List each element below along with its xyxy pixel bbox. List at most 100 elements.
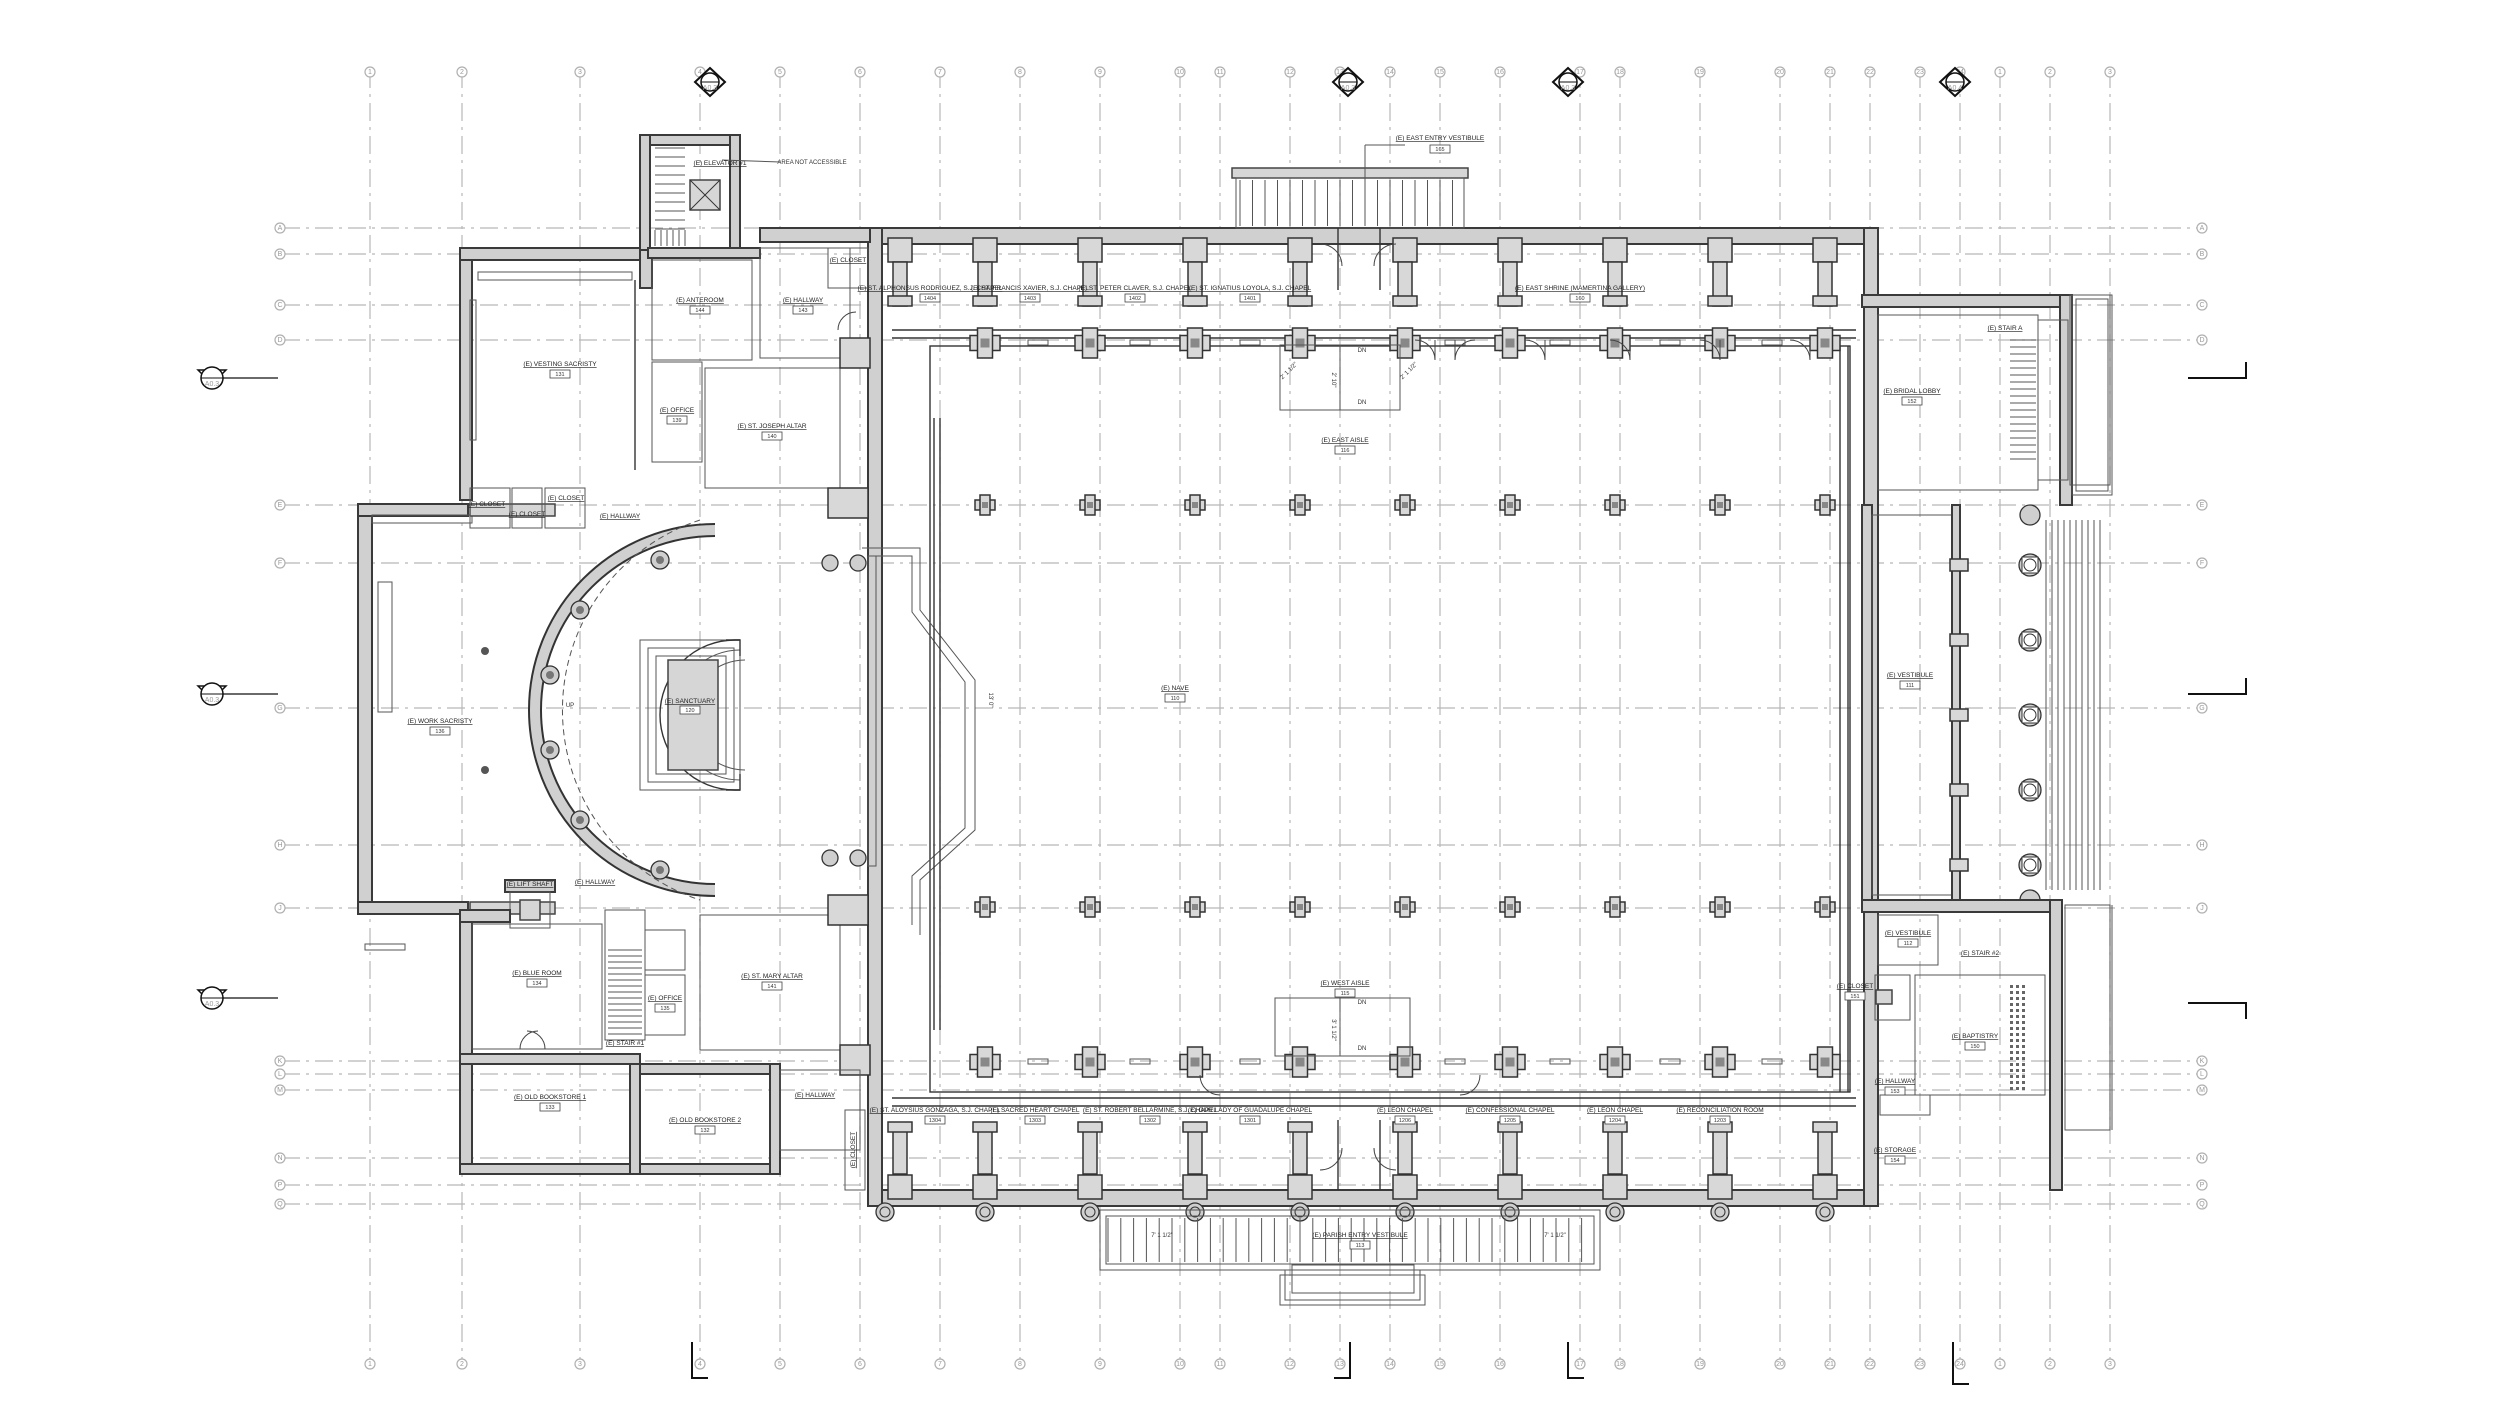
dn-label-2: DN (1358, 400, 1367, 406)
hallway-label: (E) HALLWAY (1875, 1078, 1916, 1085)
section-marker-label: A0.3 (205, 697, 220, 704)
section-marker-top-1: A0.3 (693, 66, 727, 98)
section-marker-top-4: A0.4 (1938, 66, 1972, 98)
hallway-label: (E) HALLWAY (795, 1092, 836, 1099)
south-entry: (E) PARISH ENTRY VESTIBULE 113 7' 1 1/2"… (1099, 1120, 1601, 1306)
grid-bubble-label: 10 (1176, 69, 1184, 76)
east-entry-label: (E) EAST ENTRY VESTIBULE (1396, 135, 1485, 142)
hallway-num: 143 (798, 308, 807, 314)
closet-label: (E) CLOSET (830, 257, 867, 264)
elevator-label: (E) ELEVATOR #1 (693, 160, 746, 167)
sanctuary: (E) SANCTUARY 120 UP 13' 0" (528, 418, 993, 1030)
nave-labels: (E) NAVE 110 (E) EAST AISLE 116 (E) WEST… (1161, 437, 1370, 998)
old-bookstore-1-label: (E) OLD BOOKSTORE 1 (514, 1094, 587, 1101)
section-marker-label: A0.3 (1341, 85, 1356, 92)
vesting-sacristy-num: 131 (555, 372, 564, 378)
south-chapel-num: 1205 (1504, 1118, 1516, 1124)
south-chapel-label: (E) ST. ALOYSIUS GONZAGA, S.J. CHAPEL (870, 1107, 1001, 1114)
grid-bubble-label: 2 (2048, 69, 2052, 76)
west-sacristy: (E) WORK SACRISTY 136 (357, 503, 556, 951)
north-chapel-num: 1404 (924, 296, 936, 302)
grid-bubble-label: 11 (1216, 69, 1223, 76)
section-marker-label: A0.3 (205, 381, 220, 388)
north-chapel-piers (887, 237, 1838, 307)
baptistry-label: (E) BAPTISTRY (1952, 1033, 1999, 1040)
north-chapel-num: 160 (1575, 296, 1584, 302)
grid-bubble-label: F (2200, 560, 2204, 567)
section-marker-label: A0.3 (1561, 85, 1576, 92)
dimension-label: 7' 1 1/2" (1151, 1233, 1173, 1239)
vestibule-label: (E) VESTIBULE (1887, 672, 1934, 679)
north-chapel-label: (E) ST. ALPHONSUS RODRIGUEZ, S.J. CHAPEL (858, 285, 1003, 292)
south-chapel-label: (E) OUR LADY OF GUADALUPE CHAPEL (1188, 1107, 1313, 1114)
grid-bubble-label: 16 (1496, 69, 1504, 76)
grid-bubble-label: M (2199, 1087, 2205, 1094)
grid-bubble-label: A (2200, 225, 2205, 232)
vestibule-num: 112 (1904, 941, 1913, 947)
grid-bubble-label: B (2200, 251, 2205, 258)
north-chapel-label: (E) EAST SHRINE (MAMERTINA GALLERY) (1515, 285, 1645, 292)
nave-label: (E) NAVE (1161, 685, 1189, 692)
west-aisle-num: 115 (1341, 991, 1350, 997)
grid-bubble-label: B (278, 251, 283, 258)
grid-bubble-label: 23 (1916, 69, 1924, 76)
grid-bubble-label: 1 (368, 69, 372, 76)
grid-bubble-label: 2 (460, 1361, 464, 1368)
dimension-label: 2' 1 1/2" (1280, 362, 1300, 382)
vestibule-label: (E) VESTIBULE (1885, 930, 1932, 937)
grid-bubble-label: H (2199, 842, 2204, 849)
grid-bubble-label: 13 (1336, 69, 1344, 76)
closet-label: (E) CLOSET (469, 501, 506, 508)
section-marker-top-3: A0.3 (1551, 66, 1585, 98)
blue-room-num: 134 (532, 981, 541, 987)
nave-columns (969, 327, 1841, 1078)
grid-bubble-label: 15 (1436, 69, 1444, 76)
storage-label: (E) STORAGE (1874, 1147, 1917, 1154)
grid-bubble-label: Q (2199, 1201, 2205, 1208)
grid-bubble-label: 22 (1866, 69, 1874, 76)
grid-bubble-label: D (277, 337, 282, 344)
grid-bubble-label: M (277, 1087, 283, 1094)
grid-bubble-label: E (2200, 502, 2205, 509)
east-entry: (E) EAST ENTRY VESTIBULE 165 (1231, 135, 1485, 290)
sanctuary-num: 120 (685, 708, 694, 714)
st-joseph-altar-label: (E) ST. JOSEPH ALTAR (737, 423, 806, 430)
up-label: UP (566, 703, 574, 709)
grid-bubble-label: 11 (1216, 1361, 1223, 1368)
grid-bubble-label: E (278, 502, 283, 509)
grid-bubble-label: H (277, 842, 282, 849)
south-chapel-label: (E) RECONCILIATION ROOM (1676, 1107, 1763, 1114)
grid-bubble-label: 4 (698, 1361, 702, 1368)
section-marker-label: A0.3 (703, 85, 718, 92)
grid-bubble-label: 23 (1916, 1361, 1924, 1368)
lift-shaft-label: (E) LIFT SHAFT (507, 881, 554, 888)
office-num: 135 (660, 1006, 669, 1012)
nave-walls (867, 227, 1879, 1207)
stair-label: (E) STAIR A (1988, 325, 2024, 332)
office-label: (E) OFFICE (660, 407, 695, 414)
st-mary-altar-num: 141 (767, 984, 776, 990)
grid-bubble-label: 21 (1826, 69, 1834, 76)
grid-bubble-label: 1 (1998, 69, 2002, 76)
section-marker-left-1: A0.3 (196, 366, 278, 390)
south-chapel-num: 1204 (1609, 1118, 1621, 1124)
grid-bubble-label: 20 (1776, 69, 1784, 76)
grid-bubble-label: 22 (1866, 1361, 1874, 1368)
aisle-doors (1199, 339, 1811, 1096)
south-chapel-label: (E) LEON CHAPEL (1377, 1107, 1433, 1114)
st-joseph-altar-num: 140 (767, 434, 776, 440)
vesting-sacristy: (E) VESTING SACRISTY 131 (E) CLOSET (E) … (459, 247, 653, 529)
anteroom-label: (E) ANTEROOM (676, 297, 724, 304)
dimension-label: 3' 1 1/2" (1330, 1019, 1336, 1041)
grid-bubble-label: 10 (1176, 1361, 1184, 1368)
grid-bubble-label: 14 (1386, 1361, 1394, 1368)
office-num: 139 (672, 418, 681, 424)
grid-bubble-label: 6 (858, 1361, 862, 1368)
grid-bubble-label: 17 (1576, 69, 1584, 76)
grid-bubble-label: N (2199, 1155, 2204, 1162)
grid-bubble-label: 18 (1616, 69, 1624, 76)
grid-bubble-label: N (277, 1155, 282, 1162)
grid-bubble-label: 3 (578, 69, 582, 76)
sanctuary-label: (E) SANCTUARY (665, 698, 716, 705)
